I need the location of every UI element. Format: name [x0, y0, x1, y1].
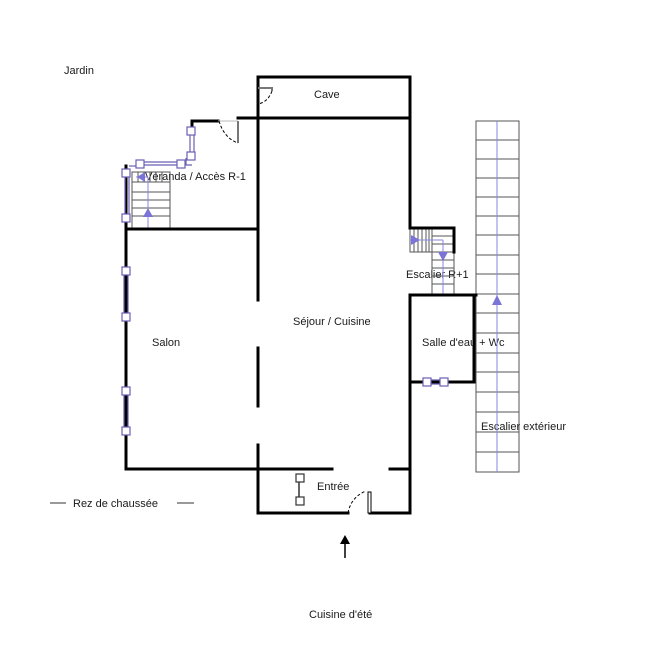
plan-title-text: Rez de chaussée: [73, 498, 158, 510]
label-salon: Salon: [152, 337, 180, 349]
label-salle-eau: Salle d'eau + Wc: [422, 337, 505, 349]
label-jardin: Jardin: [64, 65, 94, 77]
window-entree: [295, 473, 305, 506]
label-escalier-r1: Escalier R+1: [406, 269, 469, 281]
stair-up-arrow-icon: [143, 208, 153, 217]
stair-up-arrow-icon: [492, 295, 502, 305]
door-veranda: [218, 120, 239, 144]
label-entree: Entrée: [317, 481, 349, 493]
window-veranda-3: [121, 165, 136, 223]
door-entree: [347, 490, 372, 514]
window-salon-1: [121, 266, 131, 322]
window-veranda-2: [135, 158, 192, 169]
stair-down-arrow-icon: [438, 252, 448, 261]
stair-right-arrow-icon: [411, 235, 420, 245]
door-cave: [257, 87, 273, 105]
exterior-staircase: [475, 120, 520, 473]
staircase-r1: [409, 227, 455, 296]
label-veranda: Véranda / Accès R-1: [145, 171, 246, 183]
walls: [124, 75, 478, 515]
window-salle-eau: [422, 377, 449, 387]
window-veranda-1: [186, 126, 196, 161]
plan-title: Rez de chaussée: [50, 498, 194, 510]
window-salon-2: [121, 386, 131, 436]
label-cuisine-ete: Cuisine d'été: [309, 609, 372, 621]
stair-left-arrow-icon: [137, 172, 145, 182]
label-sejour-cuisine: Séjour / Cuisine: [293, 316, 371, 328]
label-escalier-exterieur: Escalier extérieur: [481, 421, 566, 433]
label-cave: Cave: [314, 89, 340, 101]
entry-arrow-icon: [340, 535, 350, 558]
